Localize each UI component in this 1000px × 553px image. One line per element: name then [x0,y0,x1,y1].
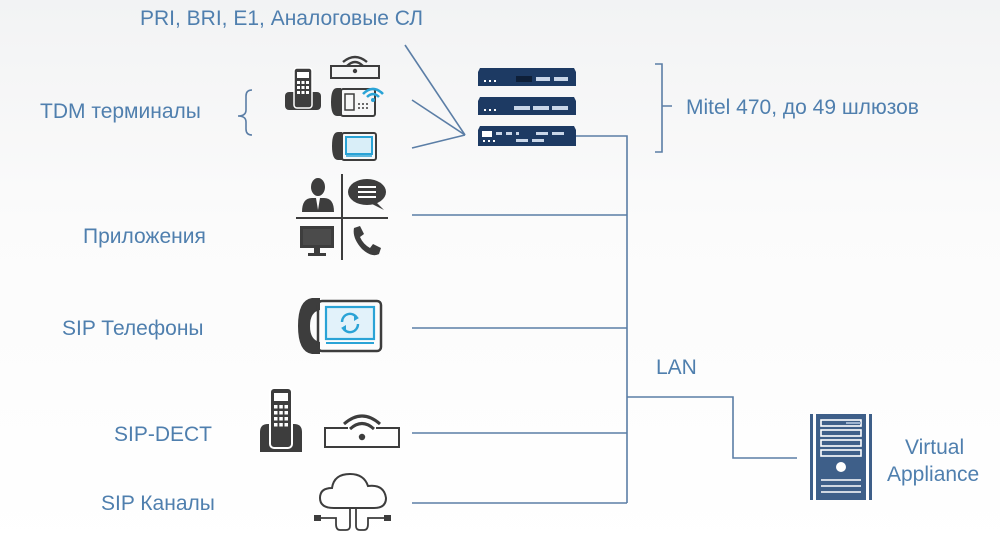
user-icon [302,178,334,212]
wifi-base-station-icon [330,55,380,79]
tdm-line-1 [411,99,466,136]
tdm-brace [237,89,253,136]
cloud-icon [314,472,391,531]
gateway-device-1 [478,68,576,86]
dect-handset-icon [260,387,302,452]
gateway-device-2 [478,97,576,115]
desk-phone-wifi-icon [331,87,384,117]
sip-phones-label: SIP Телефоны [62,317,204,340]
chat-icon [348,179,386,210]
gateway-label: Mitel 470, до 49 шлюзов [686,96,919,119]
phone-icon [353,226,381,256]
monitor-icon [300,226,334,256]
applications-icon-group [296,174,388,260]
server-label-virtual: Virtual [905,436,965,459]
dect-handset-icon [285,67,321,110]
trunk-line [404,44,466,136]
sip-trunks-label: SIP Каналы [101,492,215,515]
sip-dect-label: SIP-DECT [114,423,213,446]
gateway-stack-icon [478,68,576,146]
trunk-types-label: PRI, BRI, E1, Аналоговые СЛ [140,7,424,30]
sip-phone-icon [298,298,383,354]
gateway-brace [655,63,672,153]
server-label-appliance: Appliance [887,463,980,486]
tdm-line-2 [411,134,466,149]
lan-line [627,396,797,459]
gateway-device-3 [478,126,576,146]
wifi-base-station-icon [324,414,400,448]
lan-label: LAN [656,356,697,379]
desk-phone-screen-icon [332,132,377,161]
server-icon [810,414,872,500]
tdm-terminals-label: TDM терминалы [40,100,201,123]
gateway-to-bus [575,135,628,503]
applications-label: Приложения [83,225,206,248]
